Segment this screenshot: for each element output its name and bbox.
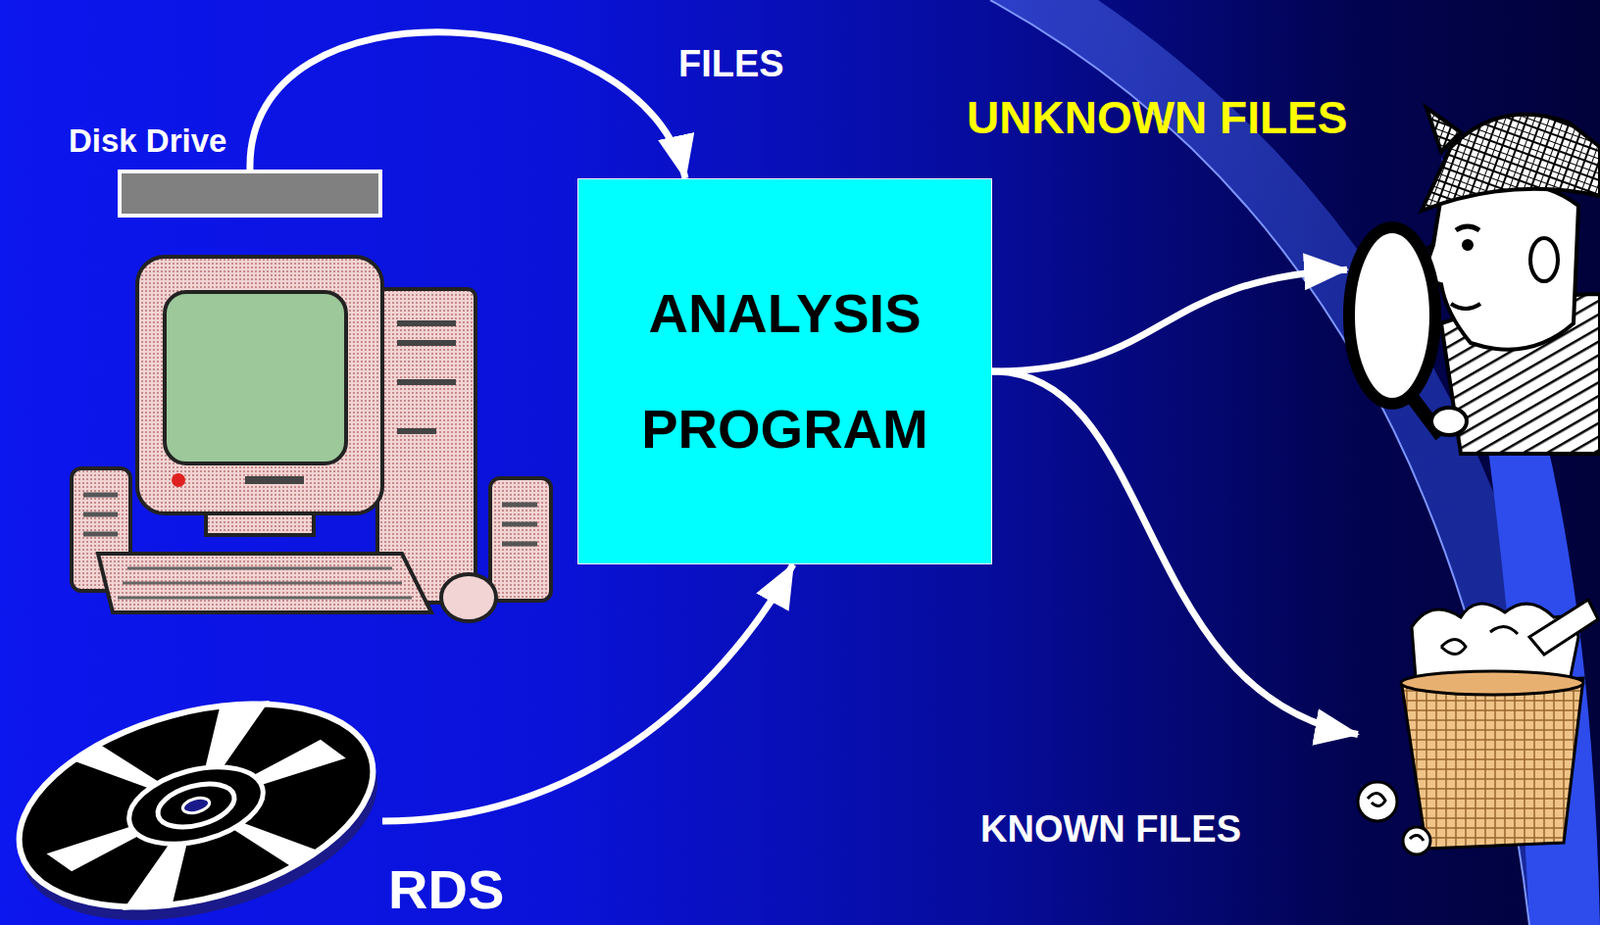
rds-source: RDS bbox=[9, 686, 383, 922]
known-files-target: KNOWN FILES bbox=[1357, 597, 1594, 857]
detective-figure bbox=[1349, 107, 1600, 454]
flow-arrow bbox=[992, 269, 1348, 372]
node-label: RDS bbox=[388, 858, 504, 922]
disk-drive-bar: Disk Drive bbox=[117, 169, 383, 218]
node-label: ANALYSIS PROGRAM bbox=[594, 255, 976, 488]
computer-illustration bbox=[71, 256, 551, 622]
waste-basket bbox=[1357, 600, 1599, 855]
node-label: Disk Drive bbox=[68, 122, 227, 160]
node-label: UNKNOWN FILES bbox=[966, 92, 1348, 145]
flow-arrow bbox=[992, 371, 1358, 735]
node-label: KNOWN FILES bbox=[980, 808, 1242, 852]
flow-arrow bbox=[382, 564, 794, 822]
cd-disc bbox=[0, 668, 400, 925]
edge-label: FILES bbox=[678, 43, 785, 86]
process-box: ANALYSIS PROGRAM bbox=[577, 178, 993, 565]
unknown-files-target: UNKNOWN FILES bbox=[1347, 156, 1600, 454]
flow-arrow bbox=[250, 32, 686, 179]
